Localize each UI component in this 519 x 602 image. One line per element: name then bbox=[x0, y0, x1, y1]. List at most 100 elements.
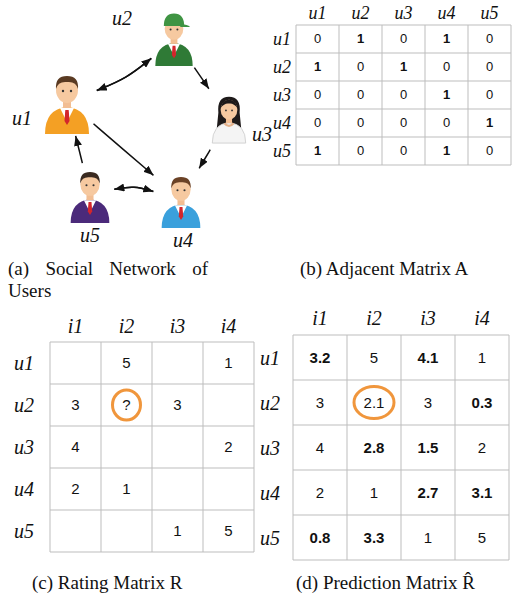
matrix-header: u2 bbox=[273, 57, 291, 78]
matrix-cell: 3 bbox=[71, 396, 79, 413]
subfigure-caption: (d) Prediction Matrix R̂ bbox=[296, 572, 516, 594]
icon-part bbox=[231, 109, 233, 111]
person-icon bbox=[155, 170, 207, 228]
icon-part bbox=[217, 97, 241, 128]
icon-part bbox=[155, 43, 192, 66]
matrix-cell: 5 bbox=[478, 529, 486, 546]
follow-arrow bbox=[114, 187, 153, 191]
matrix-header: u3 bbox=[273, 85, 291, 106]
user-node: u4 bbox=[155, 170, 207, 228]
matrix-cell: 4 bbox=[316, 439, 324, 456]
grid-lines bbox=[296, 25, 511, 165]
person-icon bbox=[150, 10, 198, 66]
matrix-header: u3 bbox=[14, 436, 34, 459]
matrix-cell: 3.1 bbox=[472, 484, 493, 501]
matrix-cell: 1 bbox=[122, 480, 130, 497]
highlight-circle bbox=[113, 390, 141, 420]
matrix-cell: 2 bbox=[71, 480, 79, 497]
user-node: u3 bbox=[210, 88, 248, 148]
matrix-cell: 3.3 bbox=[364, 529, 385, 546]
matrix-header: i2 bbox=[119, 315, 135, 338]
matrix-grid bbox=[50, 25, 511, 560]
matrix-cell: 0.8 bbox=[310, 529, 331, 546]
icon-part bbox=[56, 76, 78, 89]
grid-lines bbox=[50, 342, 254, 552]
matrix-cell: 2 bbox=[316, 484, 324, 501]
matrix-cell: 5 bbox=[224, 522, 232, 539]
highlight-circle bbox=[354, 387, 394, 419]
icon-part bbox=[171, 178, 190, 201]
icon-part bbox=[92, 184, 94, 186]
icon-part bbox=[224, 123, 233, 126]
matrix-cell: 0 bbox=[314, 32, 321, 47]
icon-part bbox=[170, 28, 172, 30]
icon-part bbox=[176, 189, 178, 191]
matrix-cell: 0 bbox=[400, 88, 407, 103]
matrix-cell: 5 bbox=[122, 354, 130, 371]
matrix-cell: 0 bbox=[400, 144, 407, 159]
person-icon bbox=[68, 165, 112, 223]
follow-arrow bbox=[97, 58, 152, 90]
matrix-header: u4 bbox=[14, 478, 34, 501]
matrix-cell: 3 bbox=[316, 394, 324, 411]
user-node: u1 bbox=[42, 68, 92, 134]
person-icon bbox=[42, 68, 92, 134]
matrix-cell: 1 bbox=[443, 88, 450, 103]
icon-part bbox=[176, 28, 178, 30]
matrix-cell: 4 bbox=[71, 438, 79, 455]
matrix-header: u1 bbox=[273, 29, 291, 50]
matrix-cell: 0 bbox=[357, 88, 364, 103]
matrix-cell: 3.2 bbox=[310, 349, 331, 366]
icon-part bbox=[179, 207, 183, 220]
icon-part bbox=[183, 189, 185, 191]
matrix-cell: 0 bbox=[443, 60, 450, 75]
matrix-header: u3 bbox=[395, 3, 413, 24]
matrix-header: i3 bbox=[170, 315, 186, 338]
icon-part bbox=[65, 110, 70, 125]
matrix-header: u4 bbox=[260, 481, 280, 504]
icon-part bbox=[80, 172, 99, 183]
icon-part bbox=[221, 100, 238, 120]
icon-part bbox=[80, 173, 99, 196]
matrix-cell: 0 bbox=[400, 116, 407, 131]
matrix-cell: 0 bbox=[357, 116, 364, 131]
matrix-header: u5 bbox=[14, 520, 34, 543]
follow-arrow bbox=[199, 150, 210, 169]
matrix-header: u2 bbox=[260, 391, 280, 414]
icon-part bbox=[164, 13, 184, 26]
matrix-header: u1 bbox=[14, 352, 34, 375]
matrix-header: i4 bbox=[221, 315, 237, 338]
subfigure-caption: (c) Rating Matrix R bbox=[32, 572, 262, 594]
icon-part bbox=[162, 204, 201, 228]
matrix-cell: 1 bbox=[314, 144, 321, 159]
matrix-cell: 1.5 bbox=[418, 439, 439, 456]
matrix-cell: 2.7 bbox=[418, 484, 439, 501]
follow-arrow bbox=[97, 58, 152, 90]
matrix-cell: 0 bbox=[314, 116, 321, 131]
matrix-header: i1 bbox=[312, 307, 328, 330]
matrix-cell: 2.8 bbox=[364, 439, 385, 456]
icon-part bbox=[45, 107, 89, 134]
matrix-header: u4 bbox=[273, 113, 291, 134]
icon-part bbox=[212, 123, 245, 144]
matrix-cell: 1 bbox=[478, 349, 486, 366]
matrix-header: u5 bbox=[481, 3, 499, 24]
grid-lines bbox=[293, 335, 509, 560]
matrix-header: u5 bbox=[260, 526, 280, 549]
matrix-header: i2 bbox=[366, 307, 382, 330]
matrix-cell: 1 bbox=[424, 529, 432, 546]
matrix-header: u4 bbox=[438, 3, 456, 24]
follow-arrow bbox=[76, 136, 83, 163]
matrix-cell: 1 bbox=[400, 60, 407, 75]
matrix-header: u2 bbox=[14, 394, 34, 417]
icon-part bbox=[62, 90, 64, 92]
matrix-cell: 3 bbox=[173, 396, 181, 413]
matrix-header: u2 bbox=[352, 3, 370, 24]
follow-arrow bbox=[114, 187, 153, 191]
matrix-cell: 0 bbox=[314, 88, 321, 103]
matrix-cell: 0 bbox=[357, 60, 364, 75]
matrix-cell: 0.3 bbox=[472, 394, 493, 411]
matrix-header: i4 bbox=[474, 307, 490, 330]
icon-part bbox=[171, 177, 190, 188]
